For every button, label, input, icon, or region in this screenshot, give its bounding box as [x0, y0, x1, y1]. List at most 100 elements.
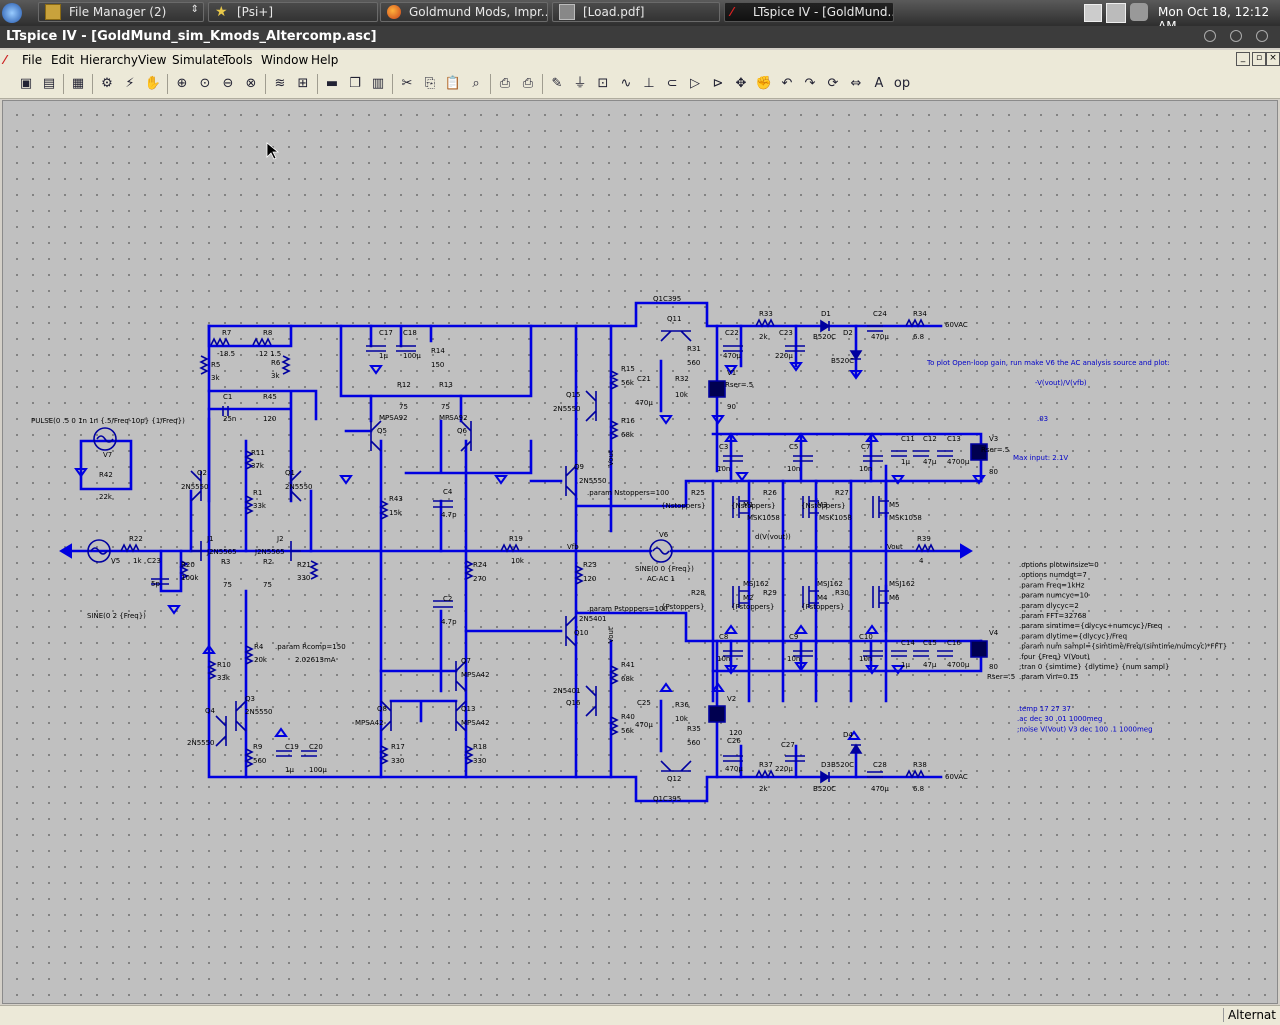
component-label[interactable]: 220µ: [775, 765, 793, 773]
component-label[interactable]: Q9: [574, 463, 584, 471]
component-label[interactable]: B520C: [831, 357, 854, 365]
component-label[interactable]: 470µ: [635, 721, 653, 729]
component-label[interactable]: d(V(vout)): [755, 533, 791, 541]
component-label[interactable]: R13: [439, 381, 453, 389]
mdi-minimize-button[interactable]: _: [1236, 52, 1250, 66]
component-label[interactable]: 2N5550: [553, 405, 581, 413]
component-label[interactable]: R15: [621, 365, 635, 373]
component-label[interactable]: B520C: [813, 785, 836, 793]
component-label[interactable]: 220µ: [775, 352, 793, 360]
directive-line[interactable]: .temp 17 27 37: [1017, 705, 1071, 713]
component-label[interactable]: C17: [379, 329, 393, 337]
app-menu-icon[interactable]: ⁄: [4, 53, 7, 67]
component-label[interactable]: R34: [913, 310, 927, 318]
component-label[interactable]: C21: [637, 375, 651, 383]
move-icon[interactable]: ✥: [735, 76, 747, 91]
component-label[interactable]: 75: [441, 403, 450, 411]
component-label[interactable]: R24: [473, 561, 487, 569]
component-label[interactable]: R9: [253, 743, 262, 751]
autorange-icon[interactable]: ⊞: [297, 76, 309, 91]
component-label[interactable]: 1µ: [901, 458, 910, 466]
component-label[interactable]: C7: [861, 443, 870, 451]
component-label[interactable]: 10n: [859, 655, 872, 663]
component-label[interactable]: MPSA92: [379, 414, 408, 422]
component-label[interactable]: B520C: [831, 761, 854, 769]
component-label[interactable]: 560: [687, 739, 700, 747]
draw-wire-icon[interactable]: ✎: [551, 76, 563, 91]
component-label[interactable]: 470µ: [725, 765, 743, 773]
component-label[interactable]: R26: [763, 489, 777, 497]
component-label[interactable]: 470µ: [871, 785, 889, 793]
component-label[interactable]: R29: [763, 589, 777, 597]
component-label[interactable]: V7: [103, 451, 112, 459]
label-net-icon[interactable]: ⊡: [597, 76, 609, 91]
component-label[interactable]: D4: [843, 731, 853, 739]
component-label[interactable]: 47µ: [923, 458, 937, 466]
component-label[interactable]: C20: [309, 743, 323, 751]
component-label[interactable]: 330: [391, 757, 404, 765]
component-label[interactable]: R38: [913, 761, 927, 769]
component-label[interactable]: V4: [989, 629, 999, 637]
mdi-close-button[interactable]: ×: [1266, 52, 1280, 66]
menu-hierarchy[interactable]: Hierarchy: [80, 53, 139, 67]
component-label[interactable]: 6.8: [913, 785, 924, 793]
component-label[interactable]: B520C: [813, 333, 836, 341]
component-label[interactable]: MPSA42: [461, 671, 490, 679]
run-icon[interactable]: ⚡: [125, 76, 135, 91]
component-label[interactable]: MPSA42: [461, 719, 490, 727]
waveform-icon[interactable]: ≋: [274, 76, 286, 91]
component-label[interactable]: 10n: [787, 655, 800, 663]
component-label[interactable]: 75: [399, 403, 408, 411]
menu-simulate[interactable]: Simulate: [172, 53, 226, 67]
maximize-button[interactable]: [1230, 30, 1242, 42]
component-label[interactable]: 5p: [151, 580, 160, 588]
component-label[interactable]: Rser=.5: [981, 446, 1009, 454]
component-label[interactable]: 1µ: [379, 352, 388, 360]
component-label[interactable]: 10n: [859, 465, 872, 473]
component-label[interactable]: Q10: [574, 629, 588, 637]
open-icon[interactable]: ▤: [42, 76, 56, 91]
directive-line[interactable]: ;noise V(Vout) V3 dec 100 .1 1000meg: [1017, 725, 1153, 733]
component-label[interactable]: 15k: [389, 509, 403, 517]
new-schematic-icon[interactable]: ▣: [19, 76, 33, 91]
component-label[interactable]: C2: [443, 595, 452, 603]
component-label[interactable]: R10: [217, 661, 231, 669]
component-label[interactable]: R16: [621, 417, 635, 425]
component-label[interactable]: .param Rcomp=150: [275, 643, 346, 651]
component-label[interactable]: C5: [789, 443, 798, 451]
component-label[interactable]: AC AC 1: [647, 575, 675, 583]
component-label[interactable]: R22: [129, 535, 143, 543]
component-label[interactable]: 33k: [253, 502, 267, 510]
component-label[interactable]: C23: [147, 557, 161, 565]
directive-line[interactable]: .ac dec 30 .01 1000meg: [1017, 715, 1102, 723]
tray-network-icon[interactable]: [1106, 3, 1126, 23]
component-label[interactable]: 10k: [675, 391, 689, 399]
component-label[interactable]: C26: [727, 737, 741, 745]
component-label[interactable]: V1: [727, 369, 736, 377]
component-label[interactable]: R43: [389, 495, 403, 503]
component-label[interactable]: C25: [637, 699, 651, 707]
resistor-icon[interactable]: ∿: [620, 76, 632, 91]
component-label[interactable]: C27: [781, 741, 795, 749]
component-label[interactable]: R18: [473, 743, 487, 751]
component-label[interactable]: Rser=.5: [725, 381, 753, 389]
component-label[interactable]: R31: [687, 345, 701, 353]
tile-vertical-icon[interactable]: ▥: [371, 76, 385, 91]
component-label[interactable]: D1: [821, 310, 831, 318]
component-label[interactable]: J2N5565: [206, 548, 237, 556]
zoom-in-icon[interactable]: ⊕: [176, 76, 188, 91]
component-label[interactable]: C11: [901, 435, 915, 443]
inductor-icon[interactable]: ⊂: [666, 76, 678, 91]
component-label[interactable]: C8: [719, 633, 728, 641]
control-panel-icon[interactable]: ⚙: [101, 76, 113, 91]
zoom-fit-icon[interactable]: ⊙: [199, 76, 211, 91]
component-label[interactable]: 100µ: [309, 766, 327, 774]
component-label[interactable]: R23: [583, 561, 597, 569]
component-label[interactable]: {Nstoppers}: [661, 502, 706, 510]
component-label[interactable]: Q7: [461, 657, 471, 665]
component-label[interactable]: Q1: [285, 469, 295, 477]
component-label[interactable]: 56k: [621, 379, 635, 387]
component-label[interactable]: MSK1058: [819, 514, 852, 522]
zoom-out-icon[interactable]: ⊖: [222, 76, 234, 91]
